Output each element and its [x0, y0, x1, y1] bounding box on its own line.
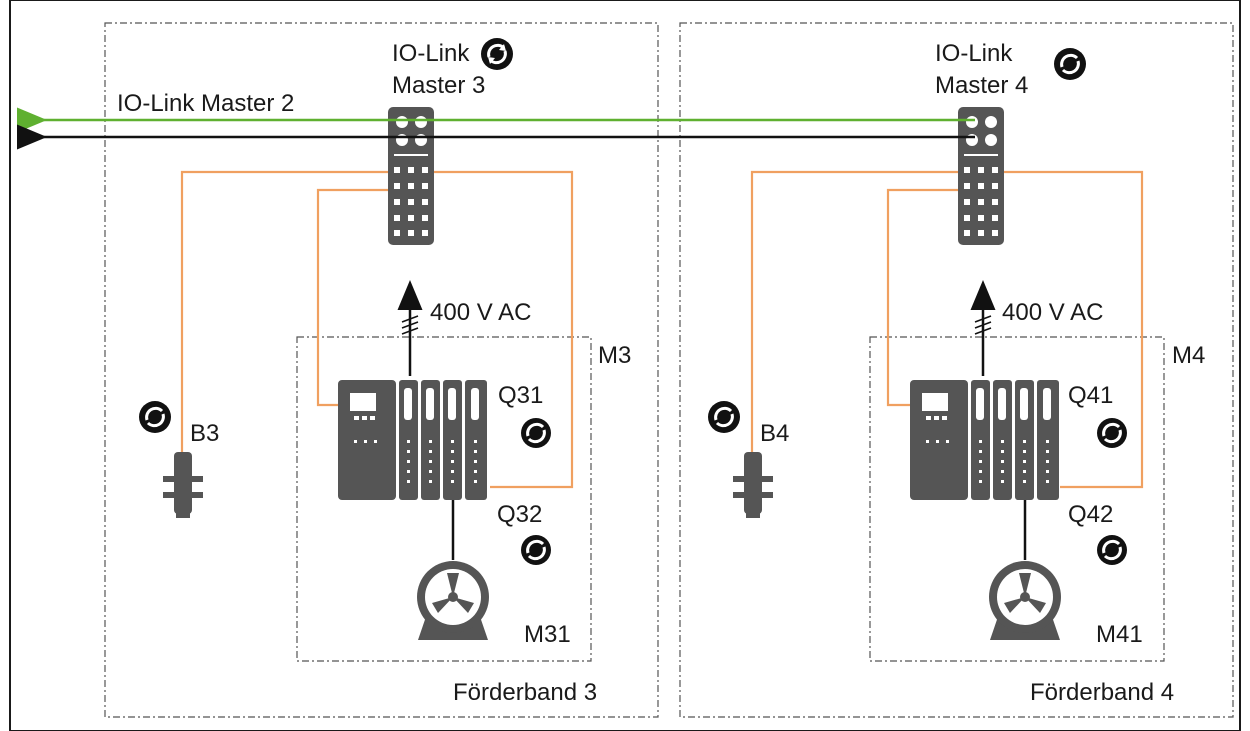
sensor-wire — [750, 170, 958, 452]
io-link-badge-icon — [481, 38, 513, 70]
starter-wire-left — [886, 188, 958, 407]
module-boundary — [296, 336, 592, 662]
motor-label: M41 — [1096, 621, 1143, 648]
io-link-badge-icon — [708, 401, 740, 433]
motor-icon — [989, 561, 1061, 640]
master-label-line1: IO-Link — [392, 40, 470, 67]
starter-wire-right — [1002, 170, 1144, 489]
sensor-label: B3 — [190, 420, 219, 447]
section-label: Förderband 4 — [1030, 679, 1174, 706]
three-phase-ticks — [974, 315, 992, 335]
section-boundary — [679, 22, 1234, 718]
starter-wire-right — [432, 170, 574, 489]
master-label-line2: Master 3 — [392, 72, 485, 99]
sensor-label: B4 — [760, 420, 789, 447]
inductive-sensor-icon — [163, 452, 203, 518]
power-label: 400 V AC — [1002, 299, 1103, 326]
outer-frame — [9, 0, 1241, 731]
section-boundary — [104, 22, 659, 718]
module-label: M3 — [598, 342, 631, 369]
starter-label-1: Q41 — [1068, 382, 1113, 409]
section-foerderband-3: IO-Link Master 3 400 V AC — [104, 22, 659, 718]
starter-wire-left — [316, 188, 388, 407]
master-label-line2: Master 4 — [935, 72, 1028, 99]
power-label: 400 V AC — [430, 299, 531, 326]
inductive-sensor-icon — [733, 452, 773, 518]
section-label: Förderband 3 — [453, 679, 597, 706]
bus-label: IO-Link Master 2 — [117, 90, 294, 117]
section-foerderband-4: IO-Link Master 4 400 V AC — [679, 22, 1234, 718]
module-label: M4 — [1172, 342, 1205, 369]
starter-label-2: Q32 — [497, 501, 542, 528]
starter-label-2: Q42 — [1068, 501, 1113, 528]
sensor-wire — [180, 170, 388, 452]
module-boundary — [869, 336, 1165, 662]
io-link-badge-icon — [139, 401, 171, 433]
io-link-master-module-icon — [388, 107, 434, 245]
motor-icon — [417, 561, 489, 640]
io-link-badge-icon — [1054, 48, 1086, 80]
io-link-badge-icon — [1097, 535, 1127, 565]
io-link-master-module-icon — [958, 107, 1004, 245]
starter-label-1: Q31 — [498, 382, 543, 409]
io-link-badge-icon — [1097, 418, 1127, 448]
master-label-line1: IO-Link — [935, 40, 1013, 67]
three-phase-ticks — [401, 315, 419, 335]
io-link-badge-icon — [521, 535, 551, 565]
io-link-badge-icon — [521, 418, 551, 448]
motor-label: M31 — [524, 621, 571, 648]
motor-starter-icon — [338, 380, 487, 500]
motor-starter-icon — [910, 380, 1059, 500]
